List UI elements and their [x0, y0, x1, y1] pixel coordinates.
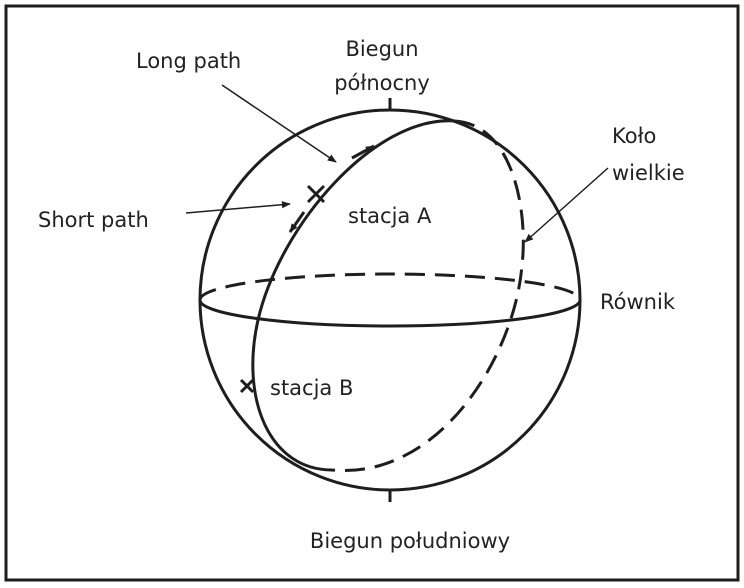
- globe-outline: [198, 108, 582, 492]
- great-circle-leader: [524, 167, 609, 243]
- short-path-label: Short path: [38, 208, 149, 232]
- equator-back-dashed: [198, 272, 582, 301]
- equator-label: Równik: [600, 290, 676, 314]
- long-path-leader: [221, 84, 337, 163]
- station-a-marker: [306, 184, 326, 204]
- long-path-direction-arrow: [351, 144, 375, 160]
- south-pole-label: Biegun południowy: [310, 529, 510, 553]
- station-a-label: stacja A: [348, 204, 432, 228]
- great-circle-back-dashed: [331, 119, 525, 472]
- short-path-leader: [185, 201, 291, 214]
- great-circle-label-line2: wielkie: [612, 161, 685, 185]
- great-circle-front: [251, 119, 456, 472]
- equator-front: [198, 299, 582, 328]
- north-pole-label-line1: Biegun: [345, 37, 418, 61]
- station-b-marker: [239, 378, 255, 394]
- station-b-label: stacja B: [270, 376, 353, 400]
- long-path-label: Long path: [136, 49, 241, 73]
- short-path-direction-arrow: [288, 211, 306, 233]
- diagram-frame: [4, 4, 740, 582]
- great-circle-label-line1: Koło: [612, 124, 656, 148]
- north-pole-label-line2: północny: [334, 71, 430, 95]
